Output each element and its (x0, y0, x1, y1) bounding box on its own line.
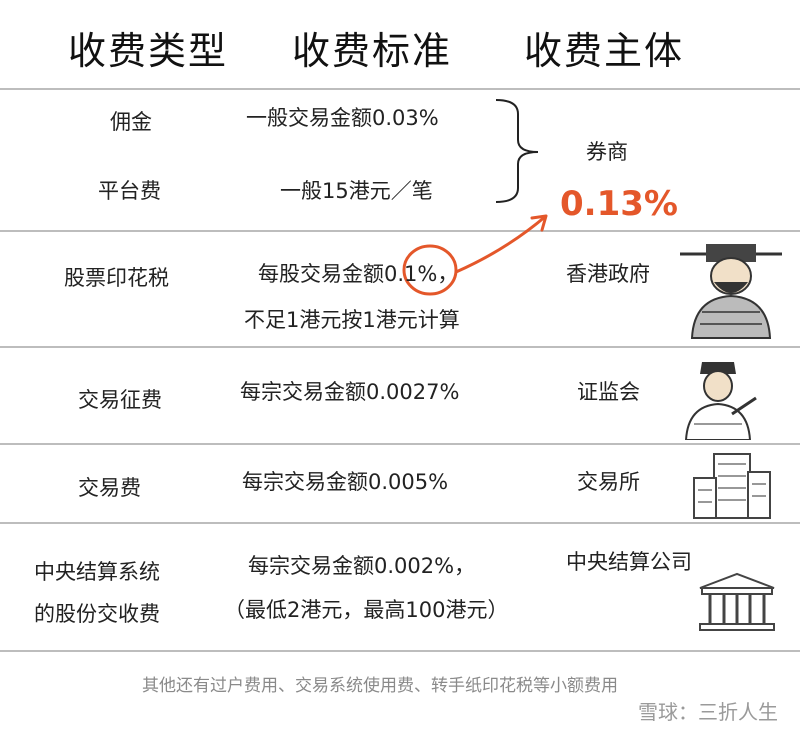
divider-row-4 (0, 522, 800, 524)
annotation-total: 0.13% (560, 184, 678, 224)
divider-row-3 (0, 443, 800, 445)
annotation-arrow-icon (402, 214, 548, 296)
scholar-figure-icon (684, 362, 757, 440)
row-platform-type: 平台费 (98, 179, 161, 203)
row-ccass-entity: 中央结算公司 (566, 550, 692, 574)
classical-building-icon (699, 572, 775, 631)
divider-row-5 (0, 650, 800, 652)
row-stamp-type: 股票印花税 (64, 266, 169, 290)
row-broker-entity: 券商 (586, 140, 628, 164)
row-ccass-type-line1: 中央结算系统 (34, 560, 160, 584)
building-icon (693, 453, 771, 519)
row-commission-type: 佣金 (110, 110, 152, 134)
curly-brace-icon (495, 99, 539, 203)
header-entity: 收费主体 (524, 29, 685, 73)
row-ccass-standard-line2: （最低2港元，最高100港元） (224, 598, 509, 622)
row-levy-entity: 证监会 (577, 380, 640, 404)
row-stamp-entity: 香港政府 (566, 262, 650, 286)
official-figure-icon (680, 244, 782, 339)
row-platform-standard: 一般15港元／笔 (280, 179, 433, 203)
row-ccass-type-line2: 的股份交收费 (34, 602, 160, 626)
row-stamp-standard-line2: 不足1港元按1港元计算 (244, 308, 460, 332)
row-commission-standard: 一般交易金额0.03% (246, 106, 439, 130)
watermark: 雪球：三折人生 (638, 700, 778, 724)
divider-row-1 (0, 230, 800, 232)
row-levy-type: 交易征费 (78, 388, 162, 412)
row-ccass-standard-line1: 每宗交易金额0.002%， (248, 554, 476, 578)
table-header: 收费类型 收费标准 收费主体 (0, 0, 800, 88)
row-trading-standard: 每宗交易金额0.005% (242, 470, 449, 494)
divider-header (0, 88, 800, 90)
header-type: 收费类型 (68, 29, 229, 73)
row-trading-entity: 交易所 (577, 470, 640, 494)
row-levy-standard: 每宗交易金额0.0027% (240, 380, 460, 404)
row-stamp-standard-line1: 每股交易金额0.1%， (258, 262, 459, 286)
header-standard: 收费标准 (292, 29, 453, 73)
footer-note: 其他还有过户费用、交易系统使用费、转手纸印花税等小额费用 (142, 676, 618, 696)
row-trading-type: 交易费 (78, 476, 141, 500)
divider-row-2 (0, 346, 800, 348)
